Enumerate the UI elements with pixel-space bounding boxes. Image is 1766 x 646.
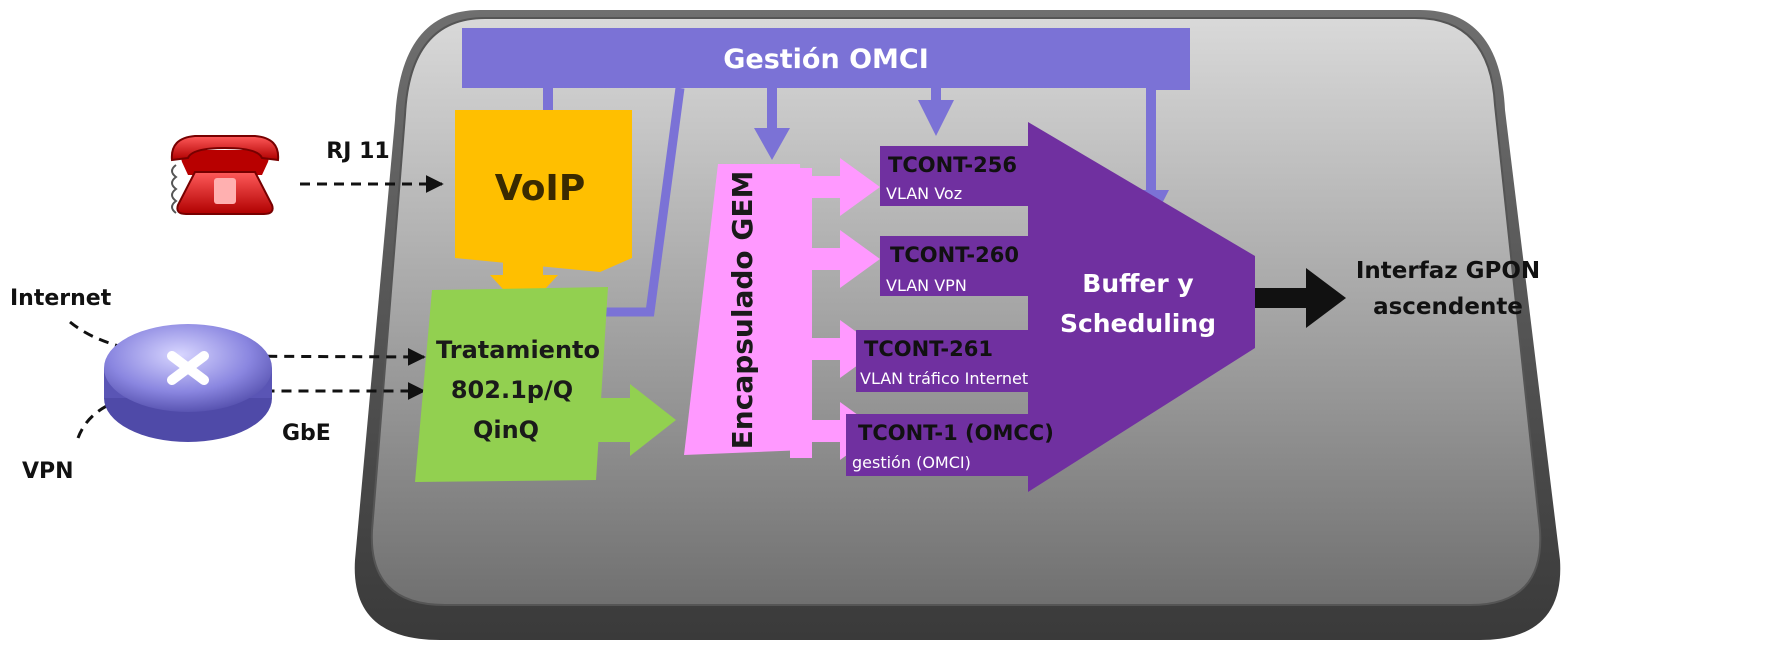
router-icon — [104, 324, 272, 442]
voip-block — [455, 110, 632, 312]
output-line2: ascendente — [1373, 294, 1523, 320]
tcont-bars — [846, 146, 1030, 476]
buffer-line1: Buffer y — [1082, 269, 1193, 298]
internet-label: Internet — [10, 286, 112, 311]
tcont-name: TCONT-261 — [864, 337, 993, 361]
tcont-vlan: gestión (OMCI) — [852, 453, 971, 472]
ont-chassis — [354, 10, 1561, 640]
output-arrow — [1255, 268, 1346, 328]
buffer-block — [1028, 122, 1255, 492]
telephone-icon — [170, 135, 280, 215]
gbe-label: GbE — [282, 421, 331, 446]
gem-block — [684, 164, 812, 458]
gem-label: Encapsulado GEM — [726, 171, 759, 450]
tcont-vlan: VLAN tráfico Internet — [860, 369, 1028, 388]
tcont-vlan: VLAN VPN — [886, 276, 967, 295]
rj11-label: RJ 11 — [326, 139, 389, 164]
omci-bar — [462, 28, 1190, 90]
tratamiento-line1: Tratamiento — [436, 336, 600, 364]
vpn-label: VPN — [22, 459, 74, 484]
voip-label: VoIP — [495, 168, 585, 209]
buffer-line2: Scheduling — [1060, 309, 1216, 338]
tcont-name: TCONT-256 — [888, 153, 1017, 177]
omci-label: Gestión OMCI — [723, 44, 929, 75]
tratamiento-line3: QinQ — [473, 416, 539, 444]
tcont-labels: TCONT-256 VLAN Voz TCONT-260 VLAN VPN TC… — [852, 153, 1054, 472]
output-line1: Interfaz GPON — [1356, 258, 1540, 284]
tratamiento-line2: 802.1p/Q — [451, 376, 573, 404]
tratamiento-block — [415, 287, 676, 482]
tcont-vlan: VLAN Voz — [886, 184, 962, 203]
tcont-name: TCONT-1 (OMCC) — [858, 421, 1054, 445]
tcont-name: TCONT-260 — [890, 243, 1019, 267]
